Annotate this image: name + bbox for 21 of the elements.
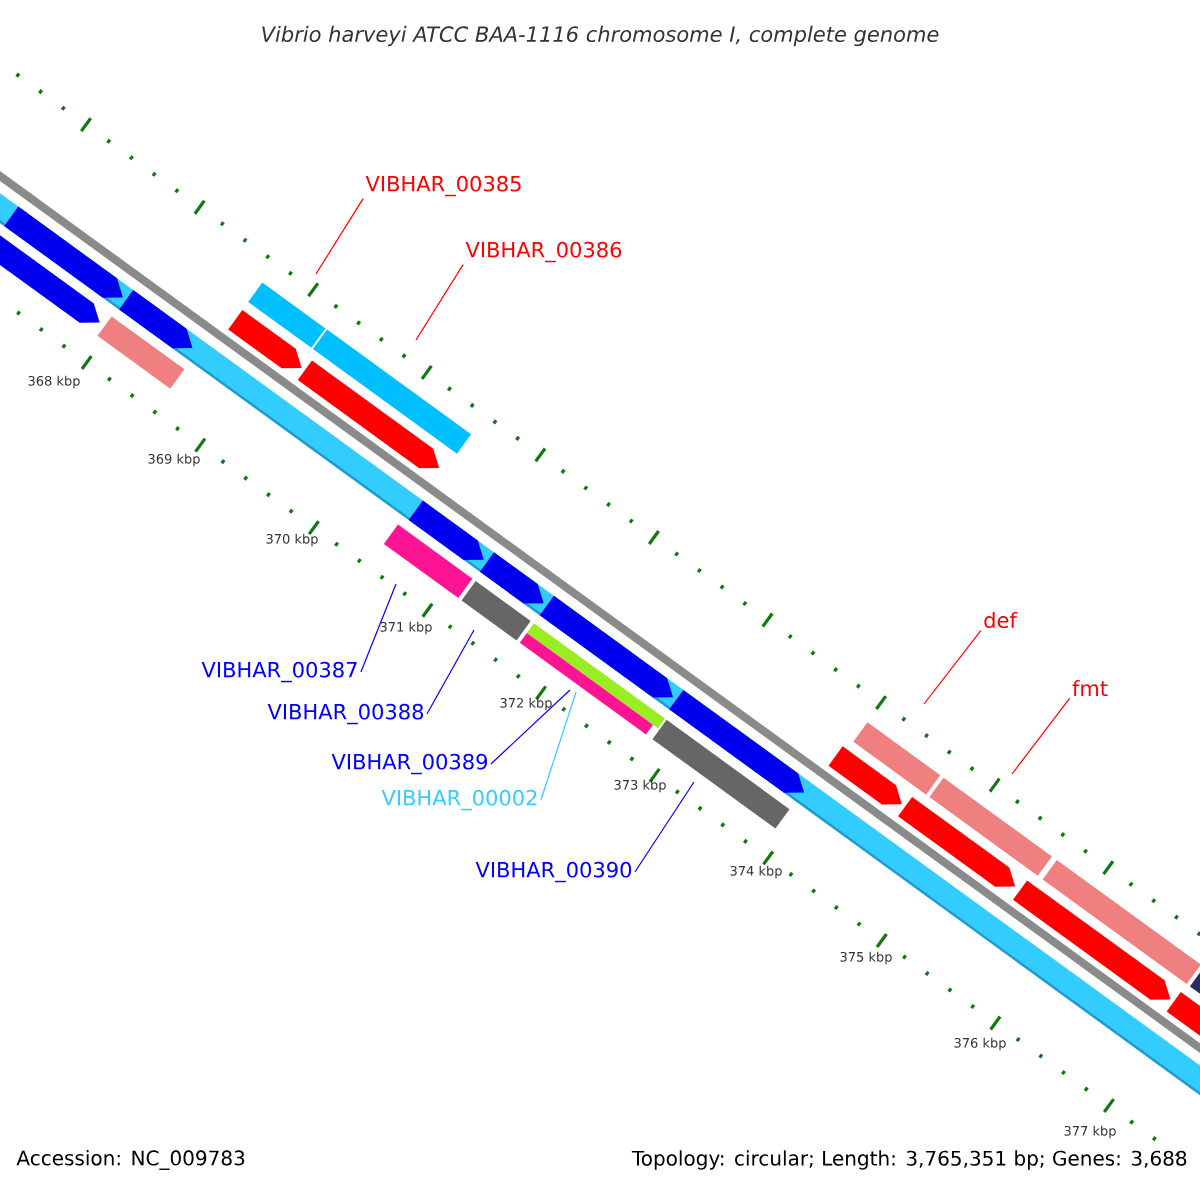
leader-line [923, 629, 982, 705]
gene-label: VIBHAR_00387 [201, 661, 357, 683]
gene-label: VIBHAR_00390 [475, 861, 632, 883]
genome-stats-text: Topology: circular; Length: 3,765,351 bp; Genes: 3,688 [631, 1150, 1187, 1170]
gene-label: VIBHAR_00386 [465, 241, 622, 263]
leader-line [426, 629, 475, 715]
leader-line [490, 689, 571, 765]
gene-label: fmt [1072, 680, 1108, 696]
gene-label: VIBHAR_00385 [365, 175, 521, 197]
gene-label: VIBHAR_00388 [267, 703, 424, 725]
gene-label: VIBHAR_00389 [331, 753, 487, 775]
gene-label: VIBHAR_00002 [381, 789, 537, 811]
gene-label: def [984, 611, 1018, 629]
title: Vibrio harveyi ATCC BAA-1116 chromosome I, complete genome [262, 25, 939, 47]
leader-line [540, 691, 577, 801]
leader-line [315, 198, 364, 275]
leader-line [360, 583, 397, 673]
accession-text: Accession: NC_009783 [16, 1150, 245, 1170]
leader-line [634, 781, 695, 873]
leader-line [1011, 697, 1071, 775]
leader-line [415, 264, 464, 341]
